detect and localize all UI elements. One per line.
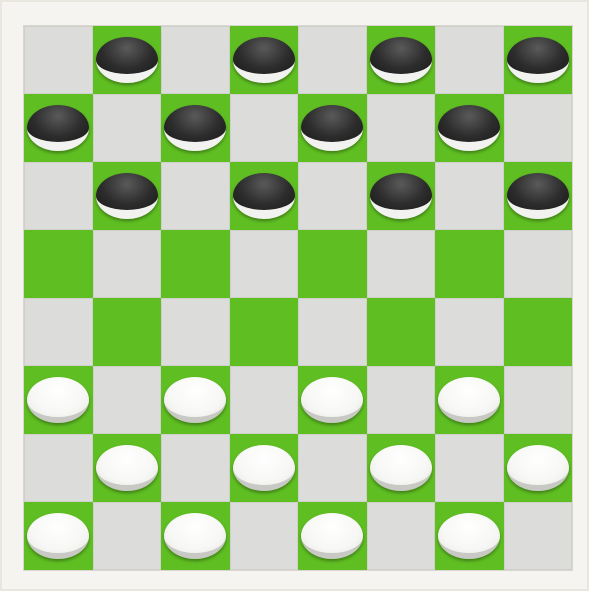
square-f2[interactable] xyxy=(367,434,436,502)
square-a8[interactable] xyxy=(24,26,93,94)
black-checker-piece[interactable] xyxy=(164,105,226,151)
square-g2[interactable] xyxy=(435,434,504,502)
square-h8[interactable] xyxy=(504,26,573,94)
square-h4[interactable] xyxy=(504,298,573,366)
square-c1[interactable] xyxy=(161,502,230,570)
square-b1[interactable] xyxy=(93,502,162,570)
square-g7[interactable] xyxy=(435,94,504,162)
white-checker-piece[interactable] xyxy=(438,377,500,423)
white-checker-piece[interactable] xyxy=(301,377,363,423)
white-checker-piece[interactable] xyxy=(438,513,500,559)
square-a3[interactable] xyxy=(24,366,93,434)
square-b4[interactable] xyxy=(93,298,162,366)
square-c4[interactable] xyxy=(161,298,230,366)
square-g8[interactable] xyxy=(435,26,504,94)
square-b3[interactable] xyxy=(93,366,162,434)
black-checker-piece[interactable] xyxy=(507,173,569,219)
white-checker-piece[interactable] xyxy=(164,513,226,559)
square-e3[interactable] xyxy=(298,366,367,434)
square-f7[interactable] xyxy=(367,94,436,162)
square-d8[interactable] xyxy=(230,26,299,94)
white-checker-piece[interactable] xyxy=(301,513,363,559)
square-d4[interactable] xyxy=(230,298,299,366)
square-g6[interactable] xyxy=(435,162,504,230)
square-c8[interactable] xyxy=(161,26,230,94)
square-c2[interactable] xyxy=(161,434,230,502)
square-b6[interactable] xyxy=(93,162,162,230)
square-h5[interactable] xyxy=(504,230,573,298)
square-d3[interactable] xyxy=(230,366,299,434)
square-f4[interactable] xyxy=(367,298,436,366)
black-checker-piece[interactable] xyxy=(370,173,432,219)
white-checker-piece[interactable] xyxy=(370,445,432,491)
square-f5[interactable] xyxy=(367,230,436,298)
square-d1[interactable] xyxy=(230,502,299,570)
square-d6[interactable] xyxy=(230,162,299,230)
white-checker-piece[interactable] xyxy=(27,377,89,423)
black-checker-piece[interactable] xyxy=(233,173,295,219)
square-h6[interactable] xyxy=(504,162,573,230)
square-f1[interactable] xyxy=(367,502,436,570)
black-checker-piece[interactable] xyxy=(27,105,89,151)
black-checker-piece[interactable] xyxy=(301,105,363,151)
white-checker-piece[interactable] xyxy=(164,377,226,423)
white-checker-piece[interactable] xyxy=(96,445,158,491)
square-c5[interactable] xyxy=(161,230,230,298)
square-g4[interactable] xyxy=(435,298,504,366)
square-a4[interactable] xyxy=(24,298,93,366)
square-a1[interactable] xyxy=(24,502,93,570)
square-e1[interactable] xyxy=(298,502,367,570)
black-checker-piece[interactable] xyxy=(96,37,158,83)
square-a6[interactable] xyxy=(24,162,93,230)
black-checker-piece[interactable] xyxy=(507,37,569,83)
square-c6[interactable] xyxy=(161,162,230,230)
black-checker-piece[interactable] xyxy=(96,173,158,219)
square-d2[interactable] xyxy=(230,434,299,502)
square-h7[interactable] xyxy=(504,94,573,162)
square-f3[interactable] xyxy=(367,366,436,434)
square-h1[interactable] xyxy=(504,502,573,570)
square-a5[interactable] xyxy=(24,230,93,298)
square-c3[interactable] xyxy=(161,366,230,434)
white-checker-piece[interactable] xyxy=(233,445,295,491)
square-b8[interactable] xyxy=(93,26,162,94)
black-checker-piece[interactable] xyxy=(438,105,500,151)
square-d5[interactable] xyxy=(230,230,299,298)
black-checker-piece[interactable] xyxy=(370,37,432,83)
white-checker-piece[interactable] xyxy=(27,513,89,559)
square-c7[interactable] xyxy=(161,94,230,162)
black-checker-piece[interactable] xyxy=(233,37,295,83)
square-b5[interactable] xyxy=(93,230,162,298)
square-g1[interactable] xyxy=(435,502,504,570)
square-h2[interactable] xyxy=(504,434,573,502)
square-h3[interactable] xyxy=(504,366,573,434)
square-a2[interactable] xyxy=(24,434,93,502)
square-b2[interactable] xyxy=(93,434,162,502)
square-g5[interactable] xyxy=(435,230,504,298)
square-e7[interactable] xyxy=(298,94,367,162)
square-a7[interactable] xyxy=(24,94,93,162)
square-e5[interactable] xyxy=(298,230,367,298)
square-b7[interactable] xyxy=(93,94,162,162)
square-f8[interactable] xyxy=(367,26,436,94)
checkers-board xyxy=(24,26,572,570)
square-d7[interactable] xyxy=(230,94,299,162)
white-checker-piece[interactable] xyxy=(507,445,569,491)
square-e4[interactable] xyxy=(298,298,367,366)
square-e8[interactable] xyxy=(298,26,367,94)
square-e6[interactable] xyxy=(298,162,367,230)
square-f6[interactable] xyxy=(367,162,436,230)
square-g3[interactable] xyxy=(435,366,504,434)
square-e2[interactable] xyxy=(298,434,367,502)
